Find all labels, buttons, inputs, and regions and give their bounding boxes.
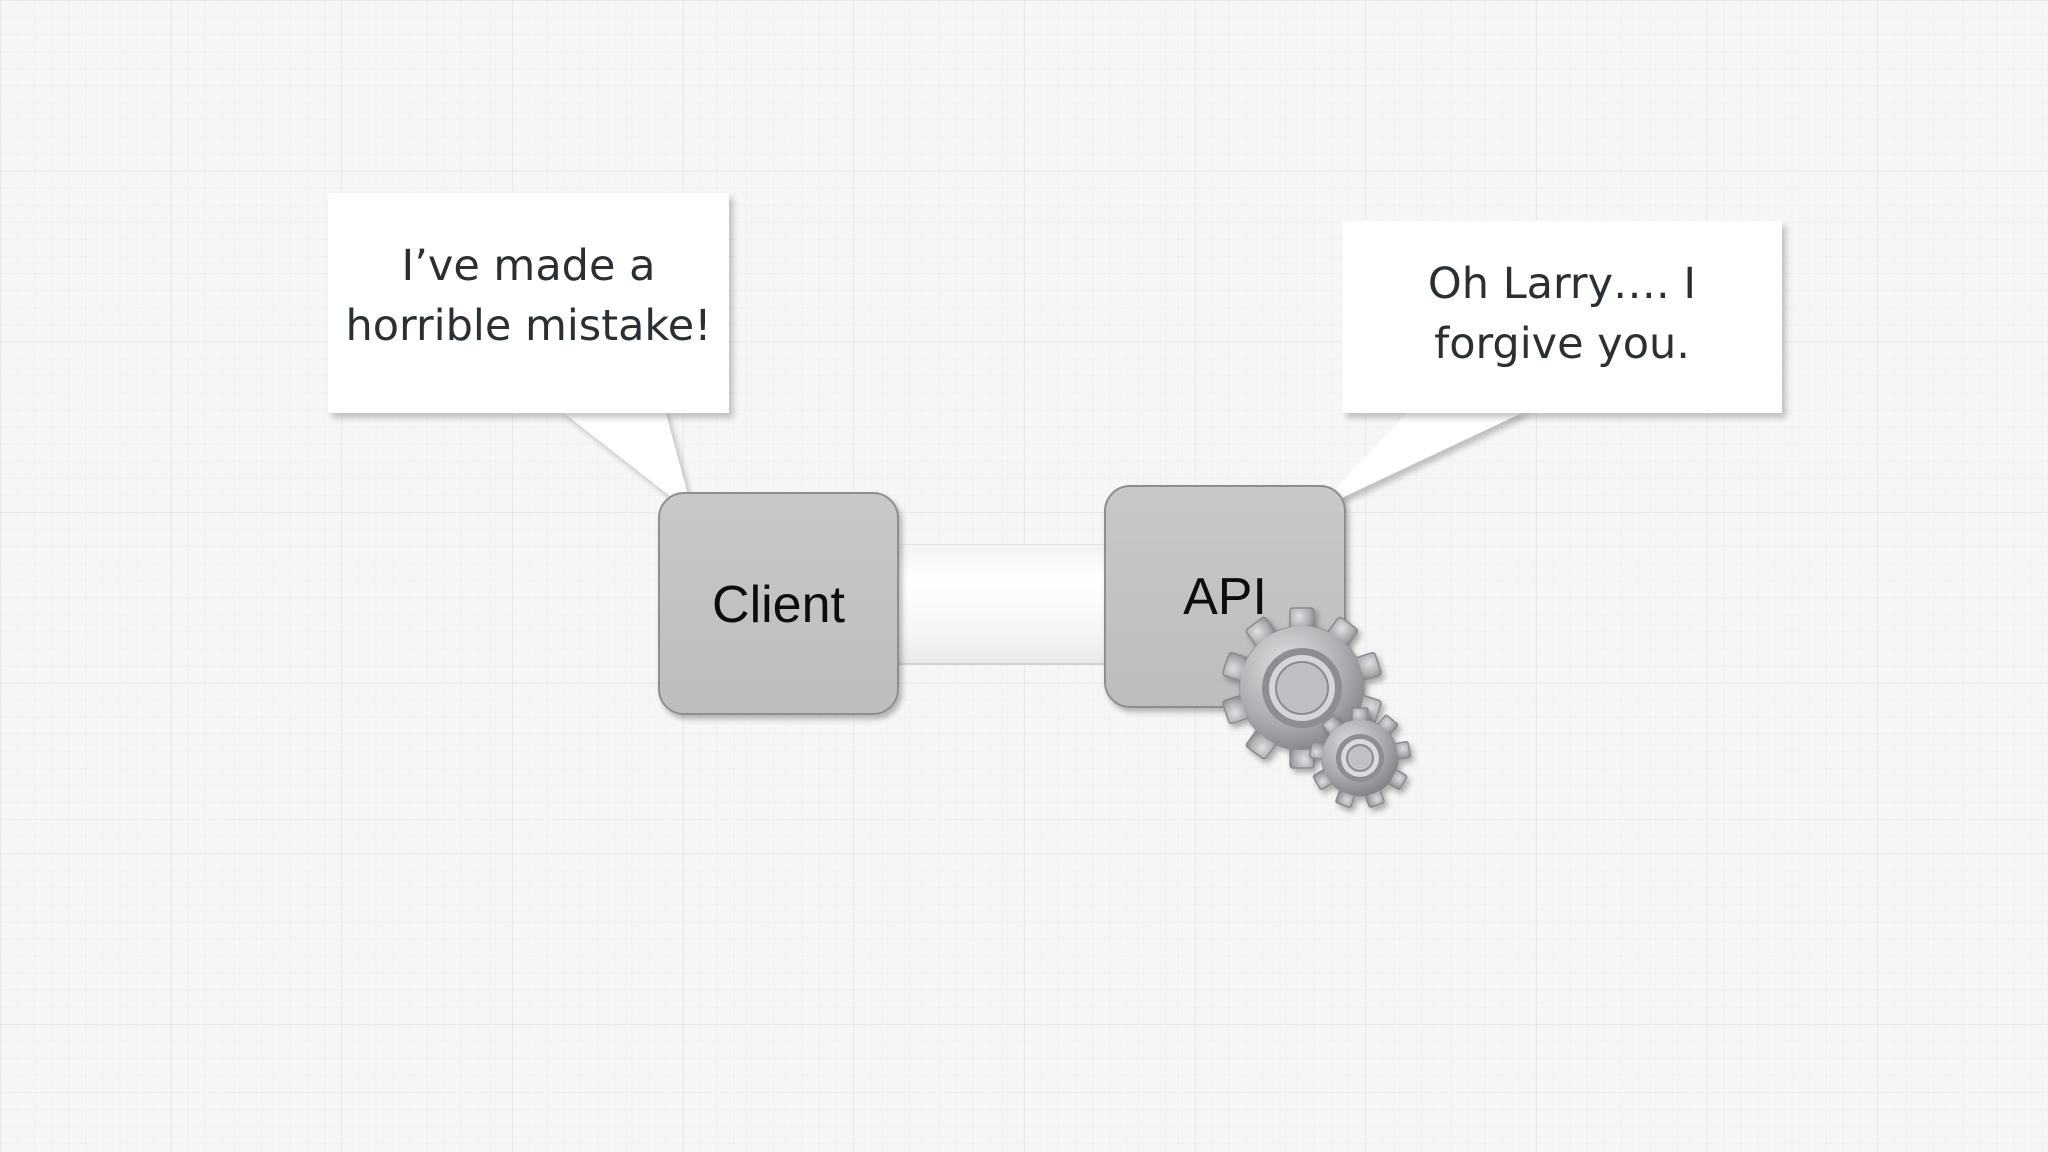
client-node-label: Client: [712, 575, 845, 634]
api-node-label: API: [1183, 568, 1267, 626]
client-speech-bubble: I’ve made a horrible mistake!: [328, 193, 729, 413]
api-speech-tail: [1314, 410, 1528, 511]
client-speech-tail: [560, 410, 693, 514]
api-speech-bubble: Oh Larry…. I forgive you.: [1342, 221, 1782, 413]
small-gear-icon: [1308, 707, 1412, 808]
client-api-connector: [893, 544, 1105, 665]
client-speech-text: I’ve made a horrible mistake!: [345, 241, 712, 351]
gears-icon: [1222, 607, 1412, 808]
client-node: Client: [658, 492, 899, 715]
api-speech-text: Oh Larry…. I forgive you.: [1427, 259, 1697, 369]
